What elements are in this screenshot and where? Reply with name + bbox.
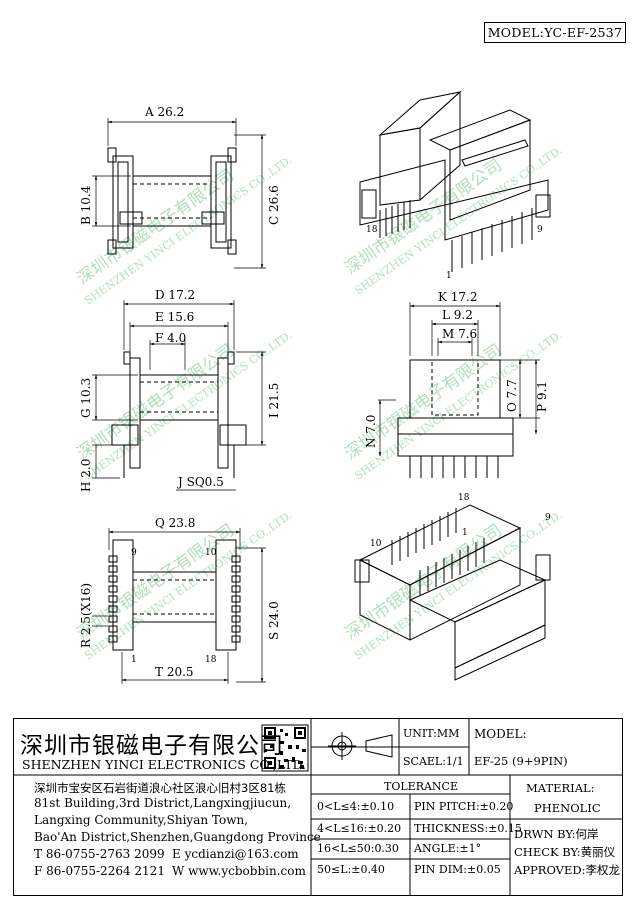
address-en-line-2: Langxing Community,Shiyan Town, — [34, 813, 249, 827]
tolerance-cell: THICKNESS:±0.15 — [414, 822, 522, 835]
dim-f: F 4.0 — [155, 331, 186, 345]
svg-text:SHENZHEN YINCI ELECTRONICS CO.: SHENZHEN YINCI ELECTRONICS CO.,LTD. — [82, 508, 294, 662]
dim-i: I 21.5 — [267, 383, 281, 418]
bottom-view — [92, 528, 266, 684]
unit-label: UNIT:MM — [403, 727, 460, 740]
svg-text:深圳市银磁电子有限公司: 深圳市银磁电子有限公司 — [73, 520, 238, 644]
pin-label-9: 9 — [131, 548, 137, 558]
svg-text:SHENZHEN YINCI ELECTRONICS CO.: SHENZHEN YINCI ELECTRONICS CO.,LTD. — [82, 328, 294, 482]
model-field-label: MODEL: — [474, 727, 527, 741]
material-value: PHENOLIC — [534, 801, 601, 815]
projection-symbol-icon — [328, 732, 393, 760]
pin-label-1: 1 — [131, 655, 137, 665]
pin-label-10: 10 — [205, 548, 217, 558]
qr-code-icon — [261, 724, 309, 772]
front-view — [378, 302, 540, 478]
dim-t: T 20.5 — [155, 665, 194, 679]
dim-a: A 26.2 — [144, 105, 184, 119]
website: W www.ycbobbin.com — [172, 864, 306, 878]
company-name-cn: 深圳市银磁电子有限公司 — [20, 733, 284, 759]
pin-label-9: 9 — [537, 225, 543, 235]
drawing-canvas: 深圳市银磁电子有限公司 SHENZHEN YINCI ELECTRONICS C… — [73, 90, 564, 684]
dim-j: J SQ0.5 — [176, 475, 224, 489]
pin-label-18: 18 — [205, 655, 217, 665]
svg-text:深圳市银磁电子有限公司: 深圳市银磁电子有限公司 — [341, 155, 506, 279]
dim-b: B 10.4 — [79, 185, 93, 225]
side-view — [92, 300, 266, 491]
dim-k: K 17.2 — [438, 290, 478, 304]
approved-by: APPROVED:李权龙 — [514, 863, 620, 877]
dim-o: O 7.7 — [505, 379, 519, 412]
checked-by: CHECK BY:黄丽仪 — [514, 845, 616, 859]
address-en-line-3: Bao'An District,Shenzhen,Guangdong Provi… — [34, 830, 321, 844]
dim-q: Q 23.8 — [155, 516, 195, 530]
pin-label-18: 18 — [366, 225, 378, 235]
tel: T 86-0755-2763 2099 — [34, 847, 165, 861]
pin-label-1: 1 — [462, 528, 468, 538]
address-en-line-1: 81st Building,3rd District,Langxingjiucu… — [34, 796, 292, 810]
top-view — [92, 118, 266, 269]
title-block: 深圳市银磁电子有限公司 SHENZHEN YINCI ELECTRONICS C… — [13, 718, 623, 896]
drawn-by: DRWN BY:何岸 — [514, 827, 599, 841]
tolerance-cell: ANGLE:±1° — [414, 842, 482, 855]
dim-m: M 7.6 — [442, 327, 477, 341]
dim-c: C 26.6 — [267, 185, 281, 225]
iso-view-bottom — [354, 504, 551, 681]
dim-n: N 7.0 — [364, 415, 378, 448]
model-label: MODEL:YC-EF-2537 — [484, 22, 626, 43]
title-block-grid — [14, 719, 622, 895]
fax: F 86-0755-2264 2121 — [34, 864, 165, 878]
tolerance-cell: 0<L≤4:±0.10 — [317, 800, 395, 813]
dim-s: S 24.0 — [267, 601, 281, 640]
dim-d: D 17.2 — [155, 288, 195, 302]
company-name-en: SHENZHEN YINCI ELECTRONICS CO.,LTD. — [22, 757, 307, 772]
model-field-value: EF-25 (9+9PIN) — [474, 754, 568, 768]
tolerance-cell: 4<L≤16:±0.20 — [317, 822, 402, 835]
tolerance-cell: PIN DIM:±0.05 — [414, 863, 501, 876]
dim-h: H 2.0 — [79, 459, 93, 492]
address-cn: 深圳市宝安区石岩街道浪心社区浪心旧村3区81栋 — [34, 781, 286, 795]
dim-p: P 9.1 — [535, 381, 549, 412]
email: E ycdianzi@163.com — [172, 847, 299, 861]
pin-label-18: 18 — [458, 493, 470, 503]
pin-label-10: 10 — [370, 539, 382, 549]
tolerance-cell: 16<L≤50:0.30 — [317, 842, 399, 855]
material-label: MATERIAL: — [526, 781, 595, 795]
iso-view-top — [359, 90, 551, 272]
tolerance-title: TOLERANCE — [384, 780, 458, 793]
scale-label: SCAEL:1/1 — [403, 755, 464, 768]
watermark: 深圳市银磁电子有限公司 SHENZHEN YINCI ELECTRONICS C… — [73, 143, 564, 662]
dim-l: L 9.2 — [442, 308, 473, 322]
tolerance-cell: 50≤L:±0.40 — [317, 863, 385, 876]
svg-text:深圳市银磁电子有限公司: 深圳市银磁电子有限公司 — [73, 340, 238, 464]
dim-g: G 10.3 — [79, 378, 93, 418]
pin-label-1: 1 — [446, 271, 452, 281]
pin-label-9: 9 — [545, 513, 551, 523]
dim-e: E 15.6 — [155, 310, 194, 324]
dim-r: R 2.5(X16) — [79, 583, 93, 648]
svg-text:SHENZHEN YINCI ELECTRONICS CO.: SHENZHEN YINCI ELECTRONICS CO.,LTD. — [82, 153, 294, 307]
svg-text:SHENZHEN YINCI ELECTRONICS CO.: SHENZHEN YINCI ELECTRONICS CO.,LTD. — [352, 328, 564, 482]
tolerance-cell: PIN PITCH:±0.20 — [414, 800, 514, 813]
